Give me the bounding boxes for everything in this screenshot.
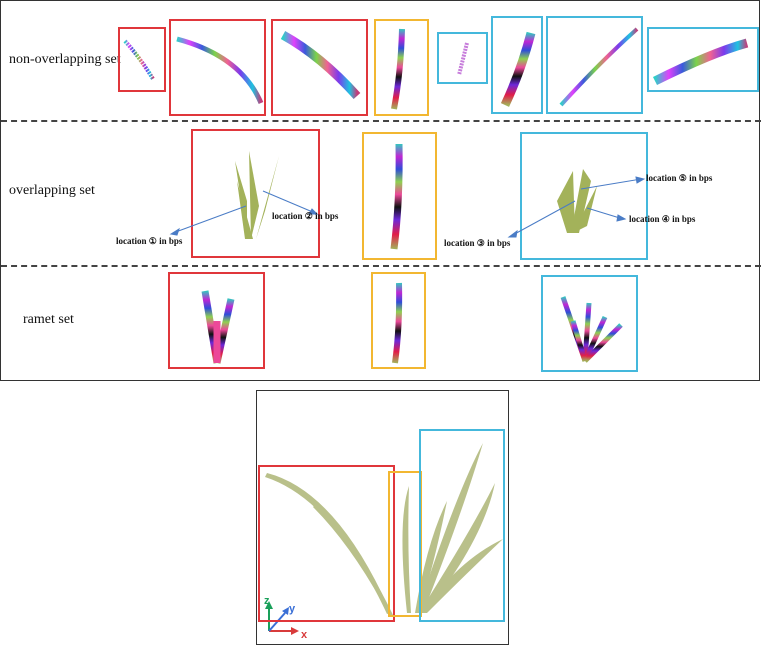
ramet-box-red [168,272,265,369]
leaf-box-red-2 [169,19,266,116]
ramet-box-yellow [371,272,426,369]
leaf-drawings [123,27,749,364]
ramet-plant-cyan [560,296,623,363]
axis-label-y: y [289,603,296,615]
leaf-segment-1 [123,39,155,81]
ramet-plant-red [201,290,235,364]
leaf-segment-3 [280,31,361,100]
ramet-box-cyan [541,275,638,372]
location-label-1: location ① in bps [116,236,183,246]
overlap-box-cyan [520,132,648,260]
leaf-segment-4 [391,28,405,110]
location-label-4: location ④ in bps [629,214,696,224]
axis-gizmo [265,601,299,635]
overlap-plant-cyan [557,169,597,233]
location-arrows [169,176,646,238]
bottom-box-cyan [419,429,505,622]
row-divider-1 [1,120,761,122]
plant-point-cloud-panel: z y x [256,390,509,645]
location-label-2: location ② in bps [272,211,339,221]
bottom-box-red [258,465,395,622]
leaf-box-red-1 [118,27,166,92]
overlap-plant-red [235,151,279,239]
leaf-segment-7 [559,27,639,107]
segmentation-panel: non-overlapping set overlapping set rame… [0,0,761,381]
leaf-box-cyan-3 [546,16,643,114]
leaf-segment-6 [500,31,536,107]
overlap-box-yellow [362,132,437,260]
leaf-box-cyan-1 [437,32,488,84]
row-label-ramet: ramet set [23,312,74,327]
leaf-box-cyan-4 [647,27,759,92]
location-label-3: location ③ in bps [444,238,511,248]
leaf-box-yellow-1 [374,19,429,116]
location-label-5: location ⑤ in bps [646,173,713,183]
leaf-segment-2 [176,36,264,104]
leaf-box-cyan-2 [491,16,543,114]
overlap-leaf-yellow [390,143,403,250]
row-label-non-overlapping: non-overlapping set [9,52,121,67]
leaf-box-red-3 [271,19,368,116]
axis-label-x: x [301,629,308,641]
overlap-box-red [191,129,320,258]
plant-point-cloud: z y x [264,443,503,641]
axis-label-z: z [264,595,270,607]
plant-leaves [265,443,503,615]
row-label-overlapping: overlapping set [9,183,95,198]
leaf-segment-5 [457,42,469,76]
row-divider-2 [1,265,761,267]
bottom-box-yellow [388,471,422,617]
leaf-segment-8 [652,38,749,86]
ramet-leaf-yellow [392,282,403,364]
